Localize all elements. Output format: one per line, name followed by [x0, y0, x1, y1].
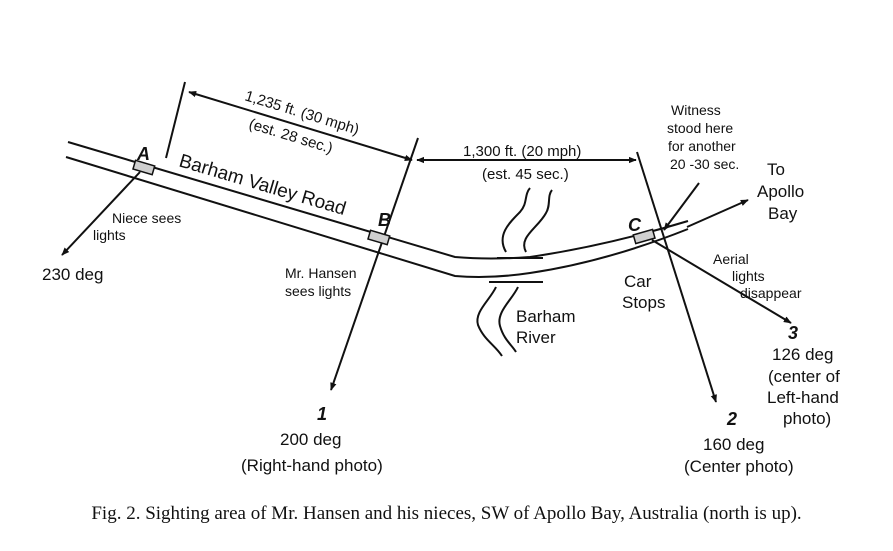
segment-bc-time: (est. 45 sec.) [482, 166, 569, 183]
sighting-2-photo: (Center photo) [684, 457, 794, 476]
road-lower-edge [65, 156, 689, 278]
sighting-2-bearing: 160 deg [703, 435, 764, 454]
point-a-note-1: Niece sees [112, 210, 181, 226]
guide-line-a [165, 81, 186, 159]
figure-caption: Fig. 2. Sighting area of Mr. Hansen and … [91, 503, 802, 524]
river-label-2: River [516, 328, 556, 347]
sighting-3-photo-2: Left-hand [767, 388, 839, 407]
guide-line-c [636, 151, 717, 403]
witness-note-2: stood here [667, 120, 733, 136]
sighting-1-bearing: 200 deg [280, 430, 341, 449]
guide-line-b [330, 137, 419, 391]
disappear-note-3: disappear [740, 285, 802, 301]
witness-note-4: 20 -30 sec. [670, 156, 739, 172]
point-a-bearing: 230 deg [42, 265, 103, 284]
sighting-3-number: 3 [788, 323, 798, 343]
road-label: Barham Valley Road [177, 151, 349, 220]
point-b-note-1: Mr. Hansen [285, 265, 357, 281]
disappear-note-1: Aerial [713, 251, 749, 267]
sighting-3-bearing: 126 deg [772, 345, 833, 364]
witness-note-3: for another [668, 138, 736, 154]
sighting-3-photo-1: (center of [768, 367, 840, 386]
river-label-1: Barham [516, 307, 576, 326]
car-marker-b [367, 229, 391, 246]
point-a-letter: A [136, 144, 150, 164]
segment-bc-distance: 1,300 ft. (20 mph) [463, 143, 581, 160]
witness-note-1: Witness [671, 102, 721, 118]
point-a-note-2: lights [93, 227, 126, 243]
point-c-letter: C [628, 215, 642, 235]
destination-arrow [686, 199, 749, 228]
bearing-arrow-a [61, 171, 141, 256]
sighting-3-photo-3: photo) [783, 409, 831, 428]
car-marker-c [632, 228, 656, 245]
sighting-1-number: 1 [317, 404, 327, 424]
river [476, 187, 553, 357]
sighting-1-photo: (Right-hand photo) [241, 456, 383, 475]
destination-label-1: To [767, 160, 785, 179]
destination-label-3: Bay [768, 204, 798, 223]
car-marker-a [132, 159, 156, 176]
witness-arrow [663, 182, 700, 231]
destination-label-2: Apollo [757, 182, 804, 201]
point-c-note-2: Stops [622, 293, 665, 312]
point-b-note-2: sees lights [285, 283, 351, 299]
distance-arrow-ab [188, 91, 413, 161]
sighting-2-number: 2 [726, 409, 737, 429]
point-c-note-1: Car [624, 272, 652, 291]
point-b-letter: B [378, 210, 391, 230]
bearing-arrow-3 [651, 239, 792, 324]
disappear-note-2: lights [732, 268, 765, 284]
